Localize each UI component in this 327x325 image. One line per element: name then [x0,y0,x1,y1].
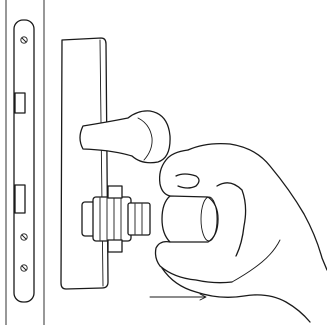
thumb-turn-knob [162,196,218,242]
strike-plate-icon [14,20,34,302]
lock-escutcheon-plate [61,38,108,289]
arrow-right-icon [150,294,206,300]
